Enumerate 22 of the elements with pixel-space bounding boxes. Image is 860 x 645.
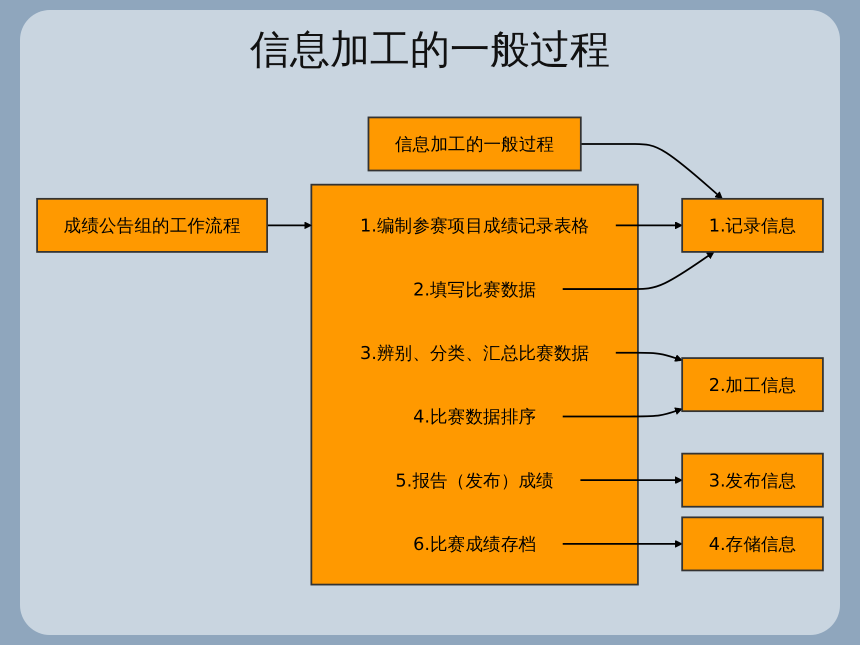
- arrow: [562, 407, 683, 418]
- node-text: 4.比赛数据排序: [413, 406, 536, 428]
- node-box: 1.记录信息: [681, 198, 824, 253]
- arrow: [616, 352, 683, 362]
- cluster: [310, 184, 639, 586]
- arrow: [562, 540, 683, 548]
- node-text: 5.报告（发布）成绩: [395, 470, 554, 491]
- arrow: [616, 221, 683, 230]
- node-box: 成绩公告组的工作流程: [36, 198, 268, 253]
- node-box: 信息加工的一般过程: [368, 116, 582, 172]
- node-box: 4.存储信息: [681, 516, 824, 572]
- arrow: [580, 476, 683, 484]
- slide-title: 信息加工的一般过程: [249, 26, 611, 75]
- node-text: 6.比赛成绩存档: [413, 533, 536, 554]
- arrow: [267, 221, 312, 230]
- node-text: 1.编制参赛项目成绩记录表格: [360, 214, 590, 236]
- arrow: [580, 143, 723, 200]
- node-text: 3.辨别、分类、汇总比赛数据: [360, 342, 590, 364]
- node-text: 2.填写比赛数据: [413, 278, 536, 300]
- arrow: [562, 252, 714, 290]
- node-box: 3.发布信息: [681, 452, 824, 508]
- node-box: 2.加工信息: [681, 357, 824, 412]
